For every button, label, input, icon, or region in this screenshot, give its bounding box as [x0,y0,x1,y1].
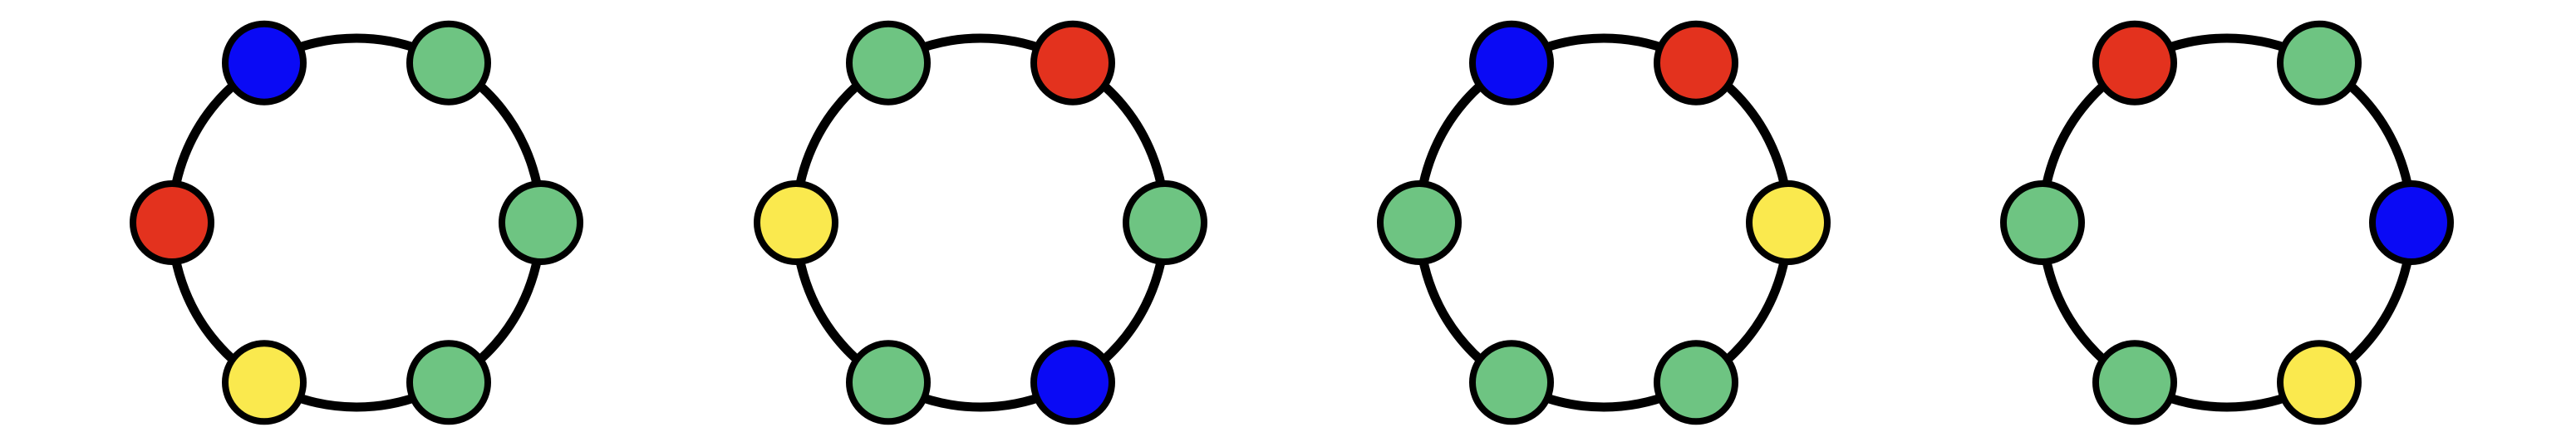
ring-4-node-left-green [2000,180,2085,265]
ring-3-node-left-green [1377,180,1462,265]
ring-1-node-bottom-right-green [406,340,491,425]
ring-2 [754,20,1207,425]
ring-3-circle [1414,33,1793,412]
ring-2-node-bottom-left-green [846,340,931,425]
ring-2-node-top-right-red [1030,20,1115,106]
ring-1-node-right-green [499,180,583,265]
ring-2-node-bottom-right-blue [1030,340,1115,425]
ring-4-node-top-right-green [2277,20,2362,106]
ring-4-node-bottom-left-green [2092,340,2177,425]
ring-3-node-right-yellow [1746,180,1831,265]
ring-1-node-top-right-green [406,20,491,106]
ring-1-node-left-red [130,180,214,265]
ring-1-node-top-left-blue [222,20,307,106]
ring-2-node-top-left-green [846,20,931,106]
ring-2-node-right-green [1123,180,1207,265]
ring-4-node-bottom-right-yellow [2277,340,2362,425]
ring-3-node-top-right-red [1654,20,1738,106]
ring-2-circle [791,33,1170,412]
ring-4 [2000,20,2454,425]
ring-3-node-bottom-left-green [1469,340,1554,425]
ring-1-circle [167,33,546,412]
ring-4-node-right-blue [2369,180,2454,265]
ring-3-node-bottom-right-green [1654,340,1738,425]
ring-2-node-left-yellow [754,180,838,265]
ring-1-node-bottom-left-yellow [222,340,307,425]
ring-4-node-top-left-red [2092,20,2177,106]
ring-1 [130,20,583,425]
ring-3-node-top-left-blue [1469,20,1554,106]
ring-3 [1377,20,1831,425]
ring-4-circle [2038,33,2416,412]
